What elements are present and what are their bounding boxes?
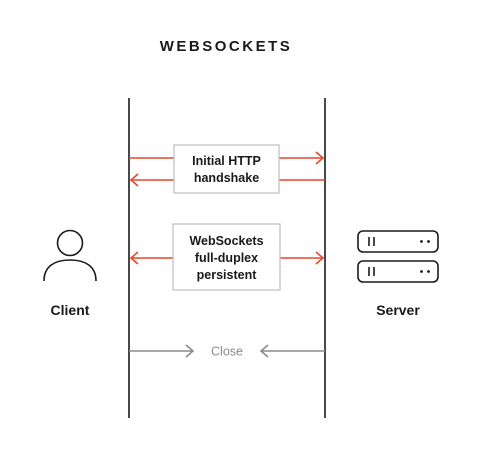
persistent-line-3: persistent bbox=[197, 268, 258, 282]
user-icon bbox=[43, 229, 97, 282]
handshake-line-2: handshake bbox=[194, 171, 259, 185]
handshake-box: Initial HTTP handshake bbox=[173, 144, 280, 194]
persistent-line-1: WebSockets bbox=[189, 234, 263, 248]
handshake-line-1: Initial HTTP bbox=[192, 154, 261, 168]
server-label: Server bbox=[376, 302, 420, 318]
persistent-line-2: full-duplex bbox=[195, 251, 258, 265]
client-label: Client bbox=[51, 302, 90, 318]
persistent-box: WebSockets full-duplex persistent bbox=[172, 223, 281, 291]
close-client-arrow bbox=[129, 344, 195, 358]
diagram-title: WEBSOCKETS bbox=[160, 38, 293, 55]
server-icon bbox=[357, 230, 439, 283]
close-server-arrow bbox=[259, 344, 325, 358]
close-label: Close bbox=[211, 345, 243, 359]
